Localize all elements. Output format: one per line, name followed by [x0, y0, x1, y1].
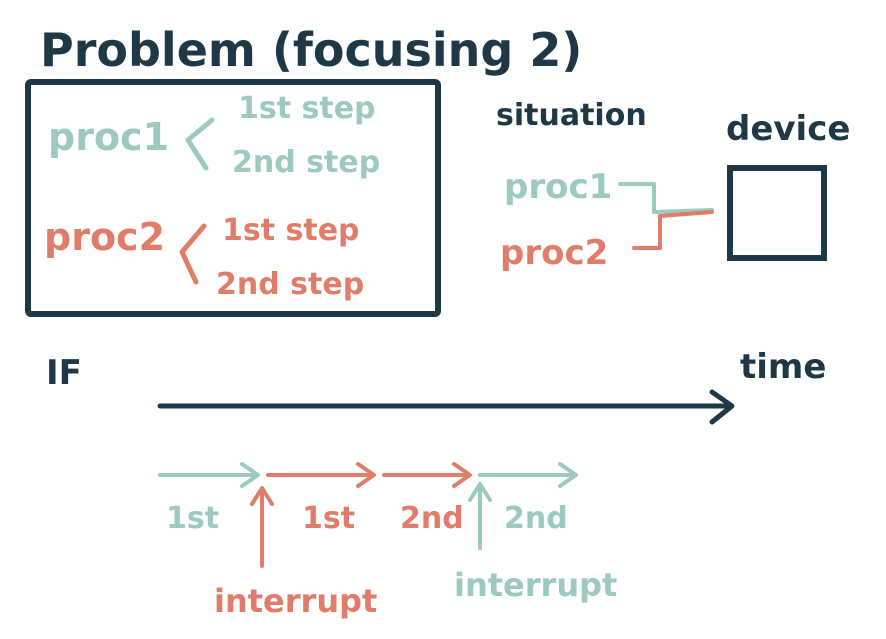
situation-proc2: proc2 [500, 233, 608, 273]
segment-label-2: 1st [302, 501, 355, 536]
box-proc2-label: proc2 [44, 215, 165, 259]
box-proc2-brace [179, 223, 207, 285]
segment-arrow-1 [158, 462, 260, 488]
situation-proc1: proc1 [504, 167, 612, 207]
proc2-connector [632, 210, 714, 250]
segment-label-1: 1st [166, 501, 219, 536]
time-axis-arrowhead [709, 389, 735, 425]
box-proc1-brace [185, 117, 215, 171]
interrupt-label-1: interrupt [214, 582, 377, 620]
situation-label: situation [496, 98, 647, 133]
if-label: IF [46, 353, 82, 393]
interrupt-arrow-1 [250, 486, 274, 568]
segment-label-4: 2nd [504, 501, 568, 536]
segment-arrow-2 [266, 462, 376, 488]
box-proc1-step1: 1st step [238, 91, 376, 126]
box-proc2-step2: 2nd step [216, 267, 364, 302]
page-title: Problem (focusing 2) [40, 23, 582, 77]
time-label: time [740, 347, 826, 387]
box-proc1-step2: 2nd step [232, 145, 380, 180]
box-proc1-label: proc1 [48, 115, 169, 159]
segment-arrow-3 [382, 462, 472, 488]
segment-arrow-4 [478, 462, 578, 488]
proc1-connector [618, 182, 714, 214]
problem-box [25, 79, 441, 317]
box-proc2-step1: 1st step [222, 213, 360, 248]
interrupt-label-2: interrupt [454, 566, 617, 604]
device-label: device [726, 109, 850, 149]
device-box [727, 165, 827, 261]
interrupt-arrow-2 [468, 482, 492, 550]
segment-label-3: 2nd [400, 501, 464, 536]
